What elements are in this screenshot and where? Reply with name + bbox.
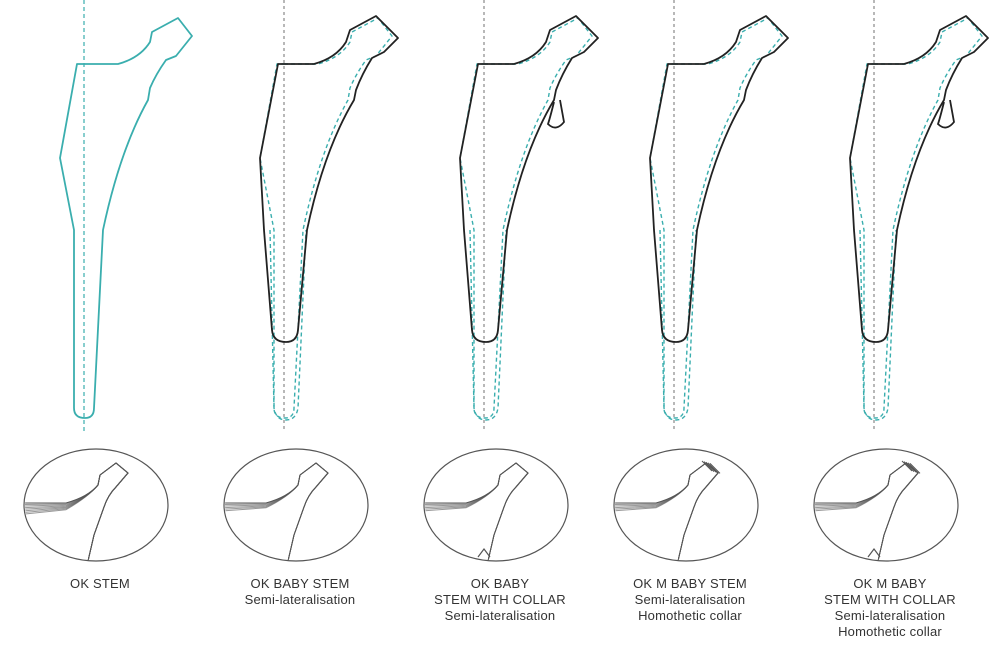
stem-title-line: OK M BABY STEM (633, 576, 747, 591)
neck-detail-group (225, 462, 329, 560)
stem-drawing (259, 0, 399, 432)
magnifier-ellipse (613, 448, 759, 562)
stem-title-line: STEM WITH COLLAR (824, 592, 956, 607)
neck-contour-line (25, 462, 129, 560)
collar-outline (546, 99, 565, 129)
stem-title-line: OK M BABY (853, 576, 927, 591)
baby-stem-outline (849, 15, 989, 343)
stem-column-ok-baby-stem: OK BABY STEM Semi-lateralisation (200, 0, 400, 665)
magnifier-ellipse (23, 448, 169, 562)
neck-detail-magnifier (613, 448, 759, 562)
neck-contour-line (225, 462, 329, 560)
magnifier-ellipse (813, 448, 959, 562)
collar-outline (936, 99, 955, 129)
reference-stem-overlay (649, 17, 783, 419)
homothetic-collar-ridge (705, 461, 717, 473)
homothetic-collar-ridge (703, 461, 715, 472)
baby-stem-outline (259, 15, 399, 343)
stem-drawing (59, 0, 193, 432)
stem-subtitle-line: Semi-lateralisation (834, 608, 946, 623)
homothetic-collar-ridge (901, 460, 913, 472)
homothetic-collar-ridge (903, 461, 915, 472)
reference-stem-tail (859, 229, 897, 421)
stem-drawing (459, 0, 599, 432)
stem-caption: OK STEM (0, 576, 200, 592)
collar-detail (867, 548, 881, 558)
stem-subtitle-line: Semi-lateralisation (244, 592, 356, 607)
reference-stem-overlay (459, 17, 593, 419)
magnifier-ellipse (223, 448, 369, 562)
neck-detail-group (25, 462, 129, 560)
homothetic-collar-ridge (707, 462, 719, 474)
stem-caption: OK BABY STEM Semi-lateralisation (200, 576, 400, 608)
stem-caption: OK BABY STEM WITH COLLAR Semi-lateralisa… (400, 576, 600, 624)
homothetic-collar-ridge (701, 460, 713, 472)
homothetic-collar-ridge (907, 462, 919, 474)
stem-column-ok-m-baby-stem-collar: OK M BABY STEM WITH COLLAR Semi-laterali… (790, 0, 990, 665)
stem-drawing (649, 0, 789, 432)
reference-stem-overlay (259, 17, 393, 419)
neck-detail-group (815, 460, 921, 560)
stem-column-ok-baby-stem-collar: OK BABY STEM WITH COLLAR Semi-lateralisa… (400, 0, 600, 665)
neck-detail-group (425, 462, 529, 560)
homothetic-collar-ridge (709, 463, 721, 474)
stem-title-line: OK BABY (470, 576, 530, 591)
stem-title-line: OK BABY STEM (250, 576, 350, 591)
neck-detail-group (615, 460, 721, 560)
reference-stem-overlay (849, 17, 983, 419)
neck-detail-magnifier (423, 448, 569, 562)
stem-title-line: OK STEM (70, 576, 130, 591)
stem-subtitle-line: Homothetic collar (638, 608, 742, 623)
stem-subtitle-line: Semi-lateralisation (444, 608, 556, 623)
magnifier-ellipse (423, 448, 569, 562)
reference-stem-tail (269, 229, 307, 421)
neck-contour-line (425, 462, 529, 560)
homothetic-collar-ridge (909, 463, 921, 474)
reference-stem-tail (469, 229, 507, 421)
stem-column-ok-m-baby-stem: OK M BABY STEM Semi-lateralisation Homot… (590, 0, 790, 665)
homothetic-collar-ridge (905, 461, 917, 473)
stem-title-line: STEM WITH COLLAR (434, 592, 566, 607)
neck-detail-magnifier (223, 448, 369, 562)
collar-detail (477, 548, 491, 558)
ok-stem-outline (59, 17, 193, 419)
baby-stem-outline (459, 15, 599, 343)
reference-stem-tail (659, 229, 697, 421)
neck-detail-magnifier (23, 448, 169, 562)
stem-drawing (849, 0, 989, 432)
neck-detail-magnifier (813, 448, 959, 562)
stem-caption: OK M BABY STEM WITH COLLAR Semi-laterali… (790, 576, 990, 640)
stem-caption: OK M BABY STEM Semi-lateralisation Homot… (590, 576, 790, 624)
stem-subtitle-line: Homothetic collar (838, 624, 942, 639)
stem-column-ok-stem: OK STEM (0, 0, 200, 665)
stem-subtitle-line: Semi-lateralisation (634, 592, 746, 607)
baby-stem-outline (649, 15, 789, 343)
